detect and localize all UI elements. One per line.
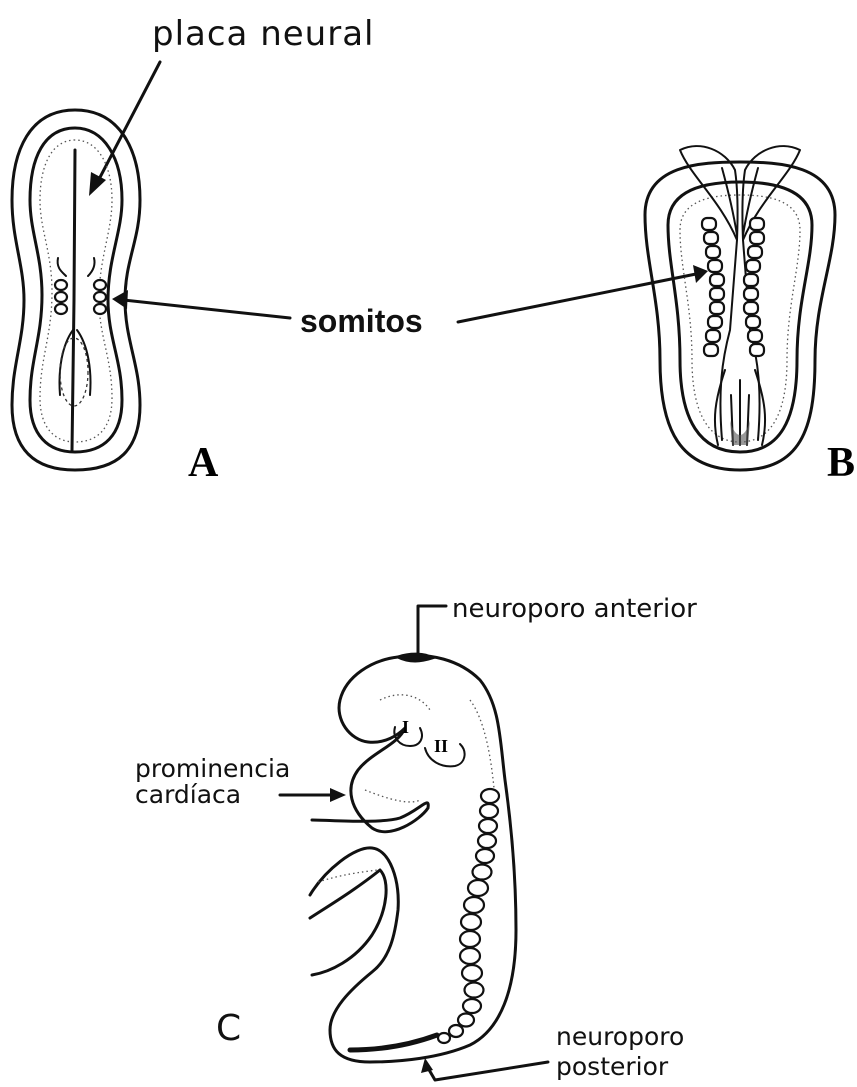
neuroporo-anterior-label: neuroporo anterior bbox=[452, 594, 697, 624]
arch-one-label: I bbox=[402, 717, 409, 737]
embryo-c: I II bbox=[310, 654, 516, 1062]
panel-label-a: A bbox=[188, 440, 219, 486]
prominencia-label-line1: prominencia bbox=[135, 754, 290, 783]
placa-neural-arrow bbox=[89, 62, 160, 196]
somites-a bbox=[55, 280, 106, 314]
neuroporo-posterior-leader bbox=[421, 1058, 548, 1080]
somitos-label: somitos bbox=[300, 303, 423, 339]
placa-neural-label: placa neural bbox=[152, 14, 374, 54]
prominencia-arrow bbox=[280, 788, 346, 802]
panel-label-b: B bbox=[827, 440, 855, 486]
somitos-arrow-left bbox=[112, 290, 290, 318]
somitos-arrow-right bbox=[458, 265, 708, 322]
embryo-b bbox=[645, 146, 835, 470]
panel-label-c: C bbox=[216, 1008, 241, 1049]
arch-two-label: II bbox=[434, 736, 448, 756]
neuroporo-posterior-label-line2: posterior bbox=[556, 1052, 669, 1081]
somites-c bbox=[438, 789, 499, 1043]
prominencia-label-line2: cardíaca bbox=[135, 780, 241, 809]
neuroporo-anterior-leader bbox=[418, 606, 446, 656]
neuroporo-posterior-label-line1: neuroporo bbox=[556, 1022, 684, 1051]
embryo-a bbox=[12, 110, 140, 470]
